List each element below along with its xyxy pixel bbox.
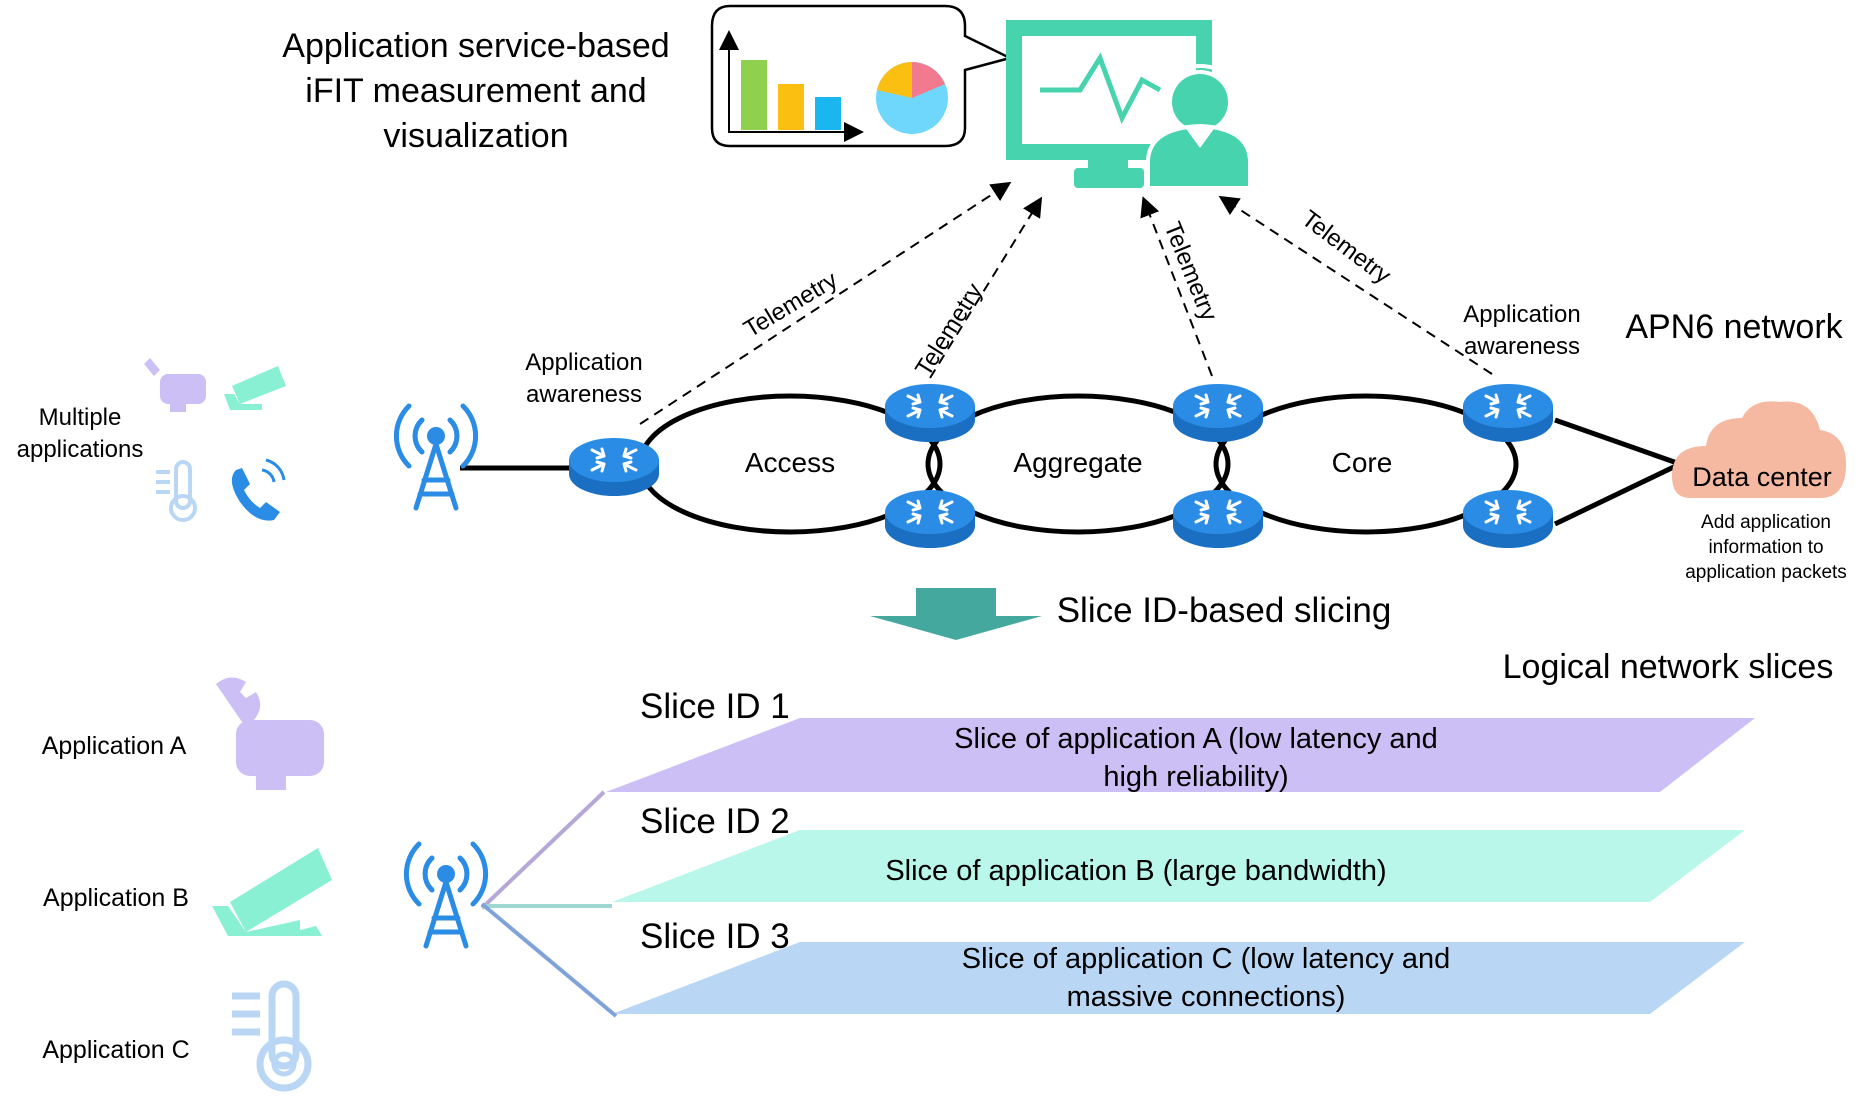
- chart-bubble-icon: [710, 4, 1014, 148]
- data-center-note-line-2: information to: [1708, 537, 1823, 558]
- router-icon-core-top: [1171, 382, 1265, 444]
- data-center-cloud-icon: [1672, 401, 1846, 498]
- operator-person-icon: [1146, 63, 1252, 190]
- multiple-applications-line-1: Multiple: [39, 404, 122, 431]
- slice-2-id-label: Slice ID 2: [640, 802, 790, 841]
- slice-3-desc-line-2: massive connections): [1067, 981, 1346, 1013]
- app-awareness-left-line-2: awareness: [526, 381, 642, 408]
- data-center-note-line-3: application packets: [1685, 562, 1847, 583]
- application-a-label: Application A: [42, 732, 187, 760]
- application-b-label: Application B: [43, 884, 189, 912]
- thermometer-icon: [232, 980, 312, 1092]
- app-awareness-right-line-2: awareness: [1464, 333, 1580, 360]
- slice-1-desc-line-1: Slice of application A (low latency and: [954, 723, 1438, 755]
- logical-slices-label: Logical network slices: [1503, 648, 1834, 686]
- phone-icon-small: [231, 458, 286, 521]
- multiple-applications-line-2: applications: [17, 436, 144, 463]
- wrench-hand-icon-small: [144, 358, 206, 412]
- data-center-note-line-1: Add application: [1701, 512, 1831, 533]
- camera-icon-small: [224, 366, 286, 410]
- telemetry-arrow-1: [639, 181, 1012, 425]
- slice-1-id-label: Slice ID 1: [640, 687, 790, 726]
- router-icon-edge-top: [1461, 382, 1555, 444]
- slice-plane-2: [612, 830, 1745, 902]
- data-center-label: Data center: [1692, 462, 1832, 492]
- slice-2-desc-line-1: Slice of application B (large bandwidth): [885, 855, 1386, 887]
- router-icon-access-top: [883, 382, 977, 444]
- app-awareness-right-line-1: Application: [1463, 301, 1580, 328]
- slice-connector-lines: [480, 790, 618, 1018]
- thermometer-icon-small: [156, 460, 197, 522]
- slice-3-id-label: Slice ID 3: [640, 917, 790, 956]
- slice-plane-3: [612, 942, 1745, 1014]
- telemetry-label-1: Telemetry: [739, 266, 842, 343]
- title-line-1: Application service-based: [282, 27, 669, 65]
- wrench-hand-icon: [216, 677, 324, 790]
- telemetry-arrows: [639, 181, 1493, 425]
- router-icon-core-bottom: [1171, 488, 1265, 550]
- app-awareness-left-line-1: Application: [525, 349, 642, 376]
- title-line-2: iFIT measurement and: [305, 72, 646, 110]
- segment-aggregate-label: Aggregate: [1013, 447, 1142, 478]
- application-c-label: Application C: [42, 1036, 189, 1064]
- router-icon-edge-bottom: [1461, 488, 1555, 550]
- antenna-icon-top: [396, 406, 475, 508]
- router-icon-access-bottom: [883, 488, 977, 550]
- slicing-down-arrow-icon: [870, 588, 1042, 640]
- telemetry-label-3: Telemetry: [1158, 218, 1222, 325]
- telemetry-label-4: Telemetry: [1296, 205, 1395, 289]
- apn6-network-label: APN6 network: [1625, 308, 1843, 346]
- slice-plane-1: [606, 718, 1755, 792]
- title-line-3: visualization: [383, 117, 568, 155]
- slicing-label: Slice ID-based slicing: [1057, 591, 1392, 630]
- telemetry-arrow-3: [1140, 196, 1213, 377]
- telemetry-arrow-4: [1218, 195, 1493, 375]
- telemetry-label-2: Telemetry: [910, 279, 988, 382]
- slice-1-desc-line-2: high reliability): [1103, 761, 1288, 793]
- slice-3-desc-line-1: Slice of application C (low latency and: [962, 943, 1450, 975]
- antenna-icon-bottom: [406, 844, 485, 946]
- segment-access-label: Access: [745, 447, 835, 478]
- telemetry-arrow-2: [929, 196, 1043, 379]
- router-icon-access-entry: [567, 436, 661, 498]
- segment-core-label: Core: [1332, 447, 1393, 478]
- page-title: Application service-based iFIT measureme…: [282, 27, 669, 155]
- camera-icon: [212, 848, 332, 936]
